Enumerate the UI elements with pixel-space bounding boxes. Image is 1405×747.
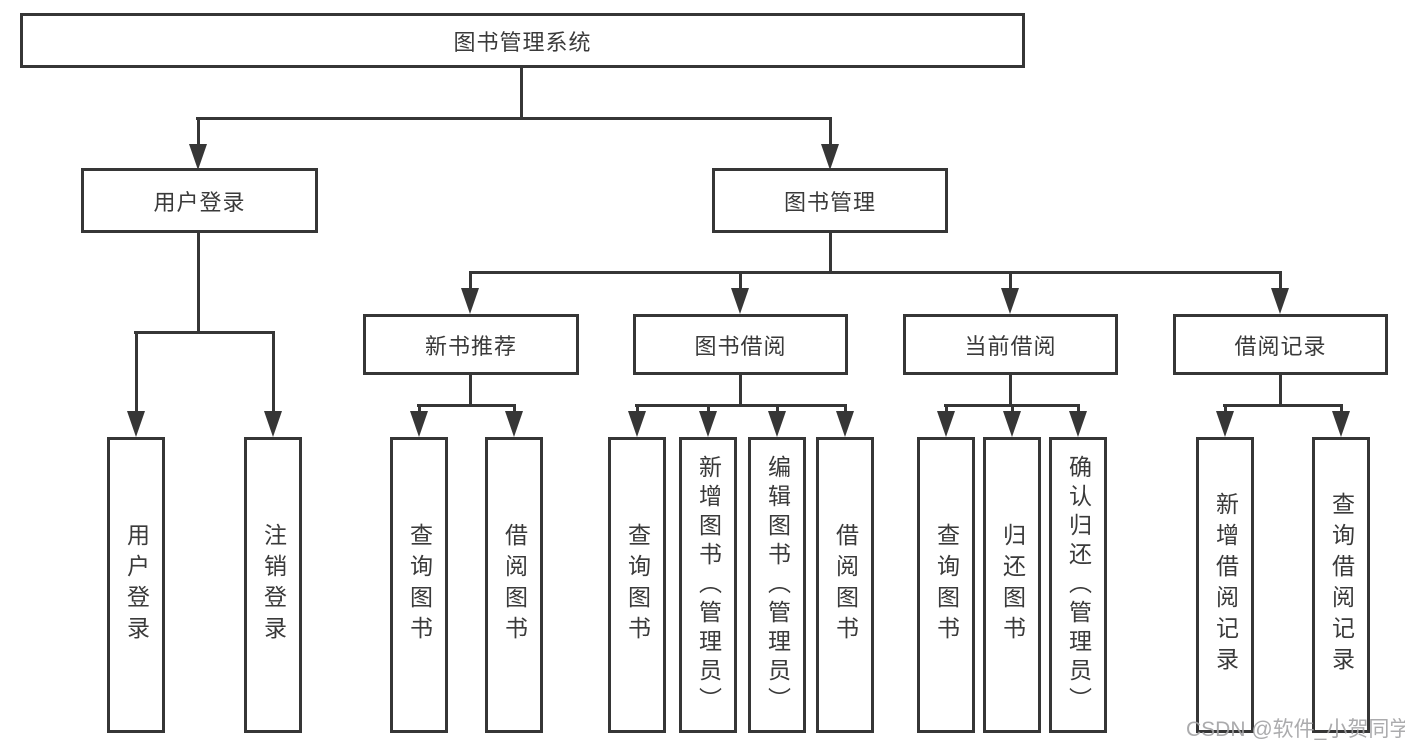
edge-book-mgmt-hbar: [469, 271, 1282, 274]
node-current-borrow-label: 当前借阅: [964, 333, 1057, 359]
edge-shaft-book-mgmt: [829, 117, 832, 150]
arrowhead-nb-borrow: [505, 411, 523, 437]
edge-user-login-vstub: [197, 233, 200, 334]
arrowhead-current-borrow: [1001, 288, 1019, 314]
node-borrow-records-label: 借阅记录: [1234, 333, 1327, 359]
node-leaf-logout-label: 注销登录: [260, 523, 287, 647]
edge-shaft-bb-query: [636, 404, 639, 416]
node-leaf-bb-add-label: 新增图书（管理员）: [695, 454, 722, 716]
arrowhead-rec-query: [1332, 411, 1350, 437]
edge-shaft-bb-edit: [776, 404, 779, 416]
edge-shaft-nb-borrow: [513, 404, 516, 416]
node-leaf-nb-borrow-label: 借阅图书: [501, 523, 528, 647]
node-leaf-nb-query-label: 查询图书: [406, 523, 433, 647]
node-leaf-rec-add-label: 新增借阅记录: [1212, 492, 1239, 678]
arrowhead-cb-query: [937, 411, 955, 437]
node-new-books: 新书推荐: [363, 314, 579, 375]
arrowhead-leaf-user-login: [127, 411, 145, 437]
edge-shaft-cb-confirm: [1077, 404, 1080, 416]
arrowhead-bb-add: [699, 411, 717, 437]
node-leaf-bb-query: 查询图书: [608, 437, 666, 733]
arrowhead-cb-return: [1003, 411, 1021, 437]
node-new-books-label: 新书推荐: [424, 333, 517, 359]
node-book-borrow: 图书借阅: [633, 314, 848, 375]
arrowhead-book-borrow: [731, 288, 749, 314]
edge-new-books-hbar: [417, 404, 516, 407]
node-leaf-user-login: 用户登录: [107, 437, 165, 733]
edge-root-vstub: [520, 68, 523, 118]
node-leaf-cb-return: 归还图书: [983, 437, 1041, 733]
arrowhead-leaf-logout: [264, 411, 282, 437]
node-leaf-nb-query: 查询图书: [390, 437, 448, 733]
node-leaf-user-login-label: 用户登录: [123, 523, 150, 647]
node-leaf-cb-return-label: 归还图书: [999, 523, 1026, 647]
edge-shaft-new-books: [469, 271, 472, 291]
node-root: 图书管理系统: [20, 13, 1025, 68]
edge-root-hbar: [196, 117, 832, 120]
node-book-mgmt-label: 图书管理: [783, 189, 876, 215]
edge-shaft-leaf-logout: [272, 331, 275, 412]
node-leaf-bb-query-label: 查询图书: [624, 523, 651, 647]
node-user-login: 用户登录: [81, 168, 318, 233]
edge-borrow-records-hbar: [1223, 404, 1343, 407]
arrowhead-user-login: [189, 144, 207, 170]
node-book-mgmt: 图书管理: [712, 168, 948, 233]
node-leaf-bb-edit-label: 编辑图书（管理员）: [764, 454, 791, 716]
edge-shaft-cb-query: [945, 404, 948, 416]
node-leaf-rec-query-label: 查询借阅记录: [1328, 492, 1355, 678]
edge-shaft-cb-return: [1011, 404, 1014, 416]
edge-shaft-rec-query: [1340, 404, 1343, 416]
edge-current-borrow-vstub: [1009, 375, 1012, 407]
edge-book-borrow-hbar: [635, 404, 847, 407]
node-leaf-cb-confirm: 确认归还（管理员）: [1049, 437, 1107, 733]
node-leaf-nb-borrow: 借阅图书: [485, 437, 543, 733]
csdn-watermark: CSDN @软件_小贺同学: [1186, 718, 1405, 741]
edge-shaft-rec-add: [1224, 404, 1227, 416]
node-current-borrow: 当前借阅: [903, 314, 1118, 375]
node-leaf-cb-query-label: 查询图书: [933, 523, 960, 647]
edge-book-mgmt-vstub: [829, 233, 832, 274]
arrowhead-cb-confirm: [1069, 411, 1087, 437]
node-user-login-label: 用户登录: [153, 189, 246, 215]
edge-shaft-user-login: [197, 117, 200, 150]
arrowhead-bb-query: [628, 411, 646, 437]
arrowhead-rec-add: [1216, 411, 1234, 437]
node-leaf-rec-add: 新增借阅记录: [1196, 437, 1254, 733]
node-leaf-rec-query: 查询借阅记录: [1312, 437, 1370, 733]
node-leaf-cb-confirm-label: 确认归还（管理员）: [1065, 454, 1092, 716]
node-leaf-bb-borrow: 借阅图书: [816, 437, 874, 733]
arrowhead-book-mgmt: [821, 144, 839, 170]
node-leaf-logout: 注销登录: [244, 437, 302, 733]
arrowhead-borrow-records: [1271, 288, 1289, 314]
node-borrow-records: 借阅记录: [1173, 314, 1388, 375]
node-book-borrow-label: 图书借阅: [694, 333, 787, 359]
edge-book-borrow-vstub: [739, 375, 742, 407]
edge-borrow-records-vstub: [1279, 375, 1282, 407]
edge-shaft-nb-query: [418, 404, 421, 416]
node-leaf-bb-edit: 编辑图书（管理员）: [748, 437, 806, 733]
edge-shaft-book-borrow: [739, 271, 742, 291]
arrowhead-bb-edit: [768, 411, 786, 437]
arrowhead-bb-borrow: [836, 411, 854, 437]
edge-shaft-bb-borrow: [844, 404, 847, 416]
node-leaf-cb-query: 查询图书: [917, 437, 975, 733]
edge-new-books-vstub: [469, 375, 472, 407]
edge-user-login-hbar: [134, 331, 275, 334]
node-leaf-bb-add: 新增图书（管理员）: [679, 437, 737, 733]
edge-shaft-leaf-user-login: [135, 331, 138, 412]
arrowhead-new-books: [461, 288, 479, 314]
node-leaf-bb-borrow-label: 借阅图书: [832, 523, 859, 647]
edge-shaft-borrow-records: [1279, 271, 1282, 291]
node-root-label: 图书管理系统: [453, 29, 592, 55]
edge-shaft-bb-add: [707, 404, 710, 416]
edge-shaft-current-borrow: [1009, 271, 1012, 291]
arrowhead-nb-query: [410, 411, 428, 437]
